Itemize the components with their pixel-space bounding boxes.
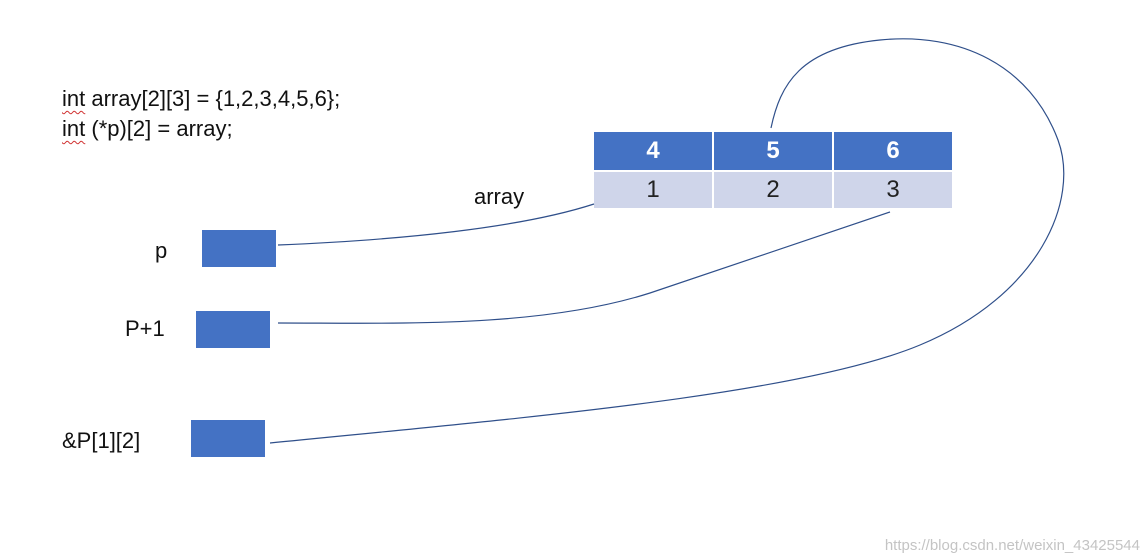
- pointer-label-p: p: [155, 238, 168, 263]
- array-label: array: [474, 184, 525, 209]
- array-row-top: 4 5 6: [592, 130, 954, 172]
- connector-p-to-cell-1: [277, 203, 595, 246]
- pointer-box-p-plus-1: [196, 311, 270, 348]
- array-row-bottom: 1 2 3: [592, 170, 954, 210]
- code-snippet: int array[2][3] = {1,2,3,4,5,6}; int (*p…: [62, 84, 340, 144]
- connector-addr-to-cell-5: [269, 38, 1065, 444]
- pointer-box-addr-p12: [191, 420, 265, 457]
- watermark: https://blog.csdn.net/weixin_43425544: [884, 537, 1140, 554]
- connector-p1-to-cell-3: [277, 211, 891, 324]
- pointer-label-p-plus-1: P+1: [125, 316, 165, 341]
- array-cell: 1: [592, 170, 714, 210]
- code-text: (*p)[2] = array;: [85, 116, 233, 141]
- code-keyword: int: [62, 86, 86, 111]
- array-table: 4 5 6 1 2 3: [592, 130, 954, 210]
- code-text: array[2][3] = {1,2,3,4,5,6};: [85, 86, 341, 111]
- code-keyword: int: [62, 116, 86, 141]
- array-cell: 5: [712, 130, 834, 172]
- code-line-1: int array[2][3] = {1,2,3,4,5,6};: [62, 84, 340, 114]
- array-cell: 6: [832, 130, 954, 172]
- pointer-box-p: [202, 230, 276, 267]
- array-cell: 3: [832, 170, 954, 210]
- pointer-label-addr-p12: &P[1][2]: [62, 428, 141, 453]
- code-line-2: int (*p)[2] = array;: [62, 114, 340, 144]
- array-cell: 2: [712, 170, 834, 210]
- array-cell: 4: [592, 130, 714, 172]
